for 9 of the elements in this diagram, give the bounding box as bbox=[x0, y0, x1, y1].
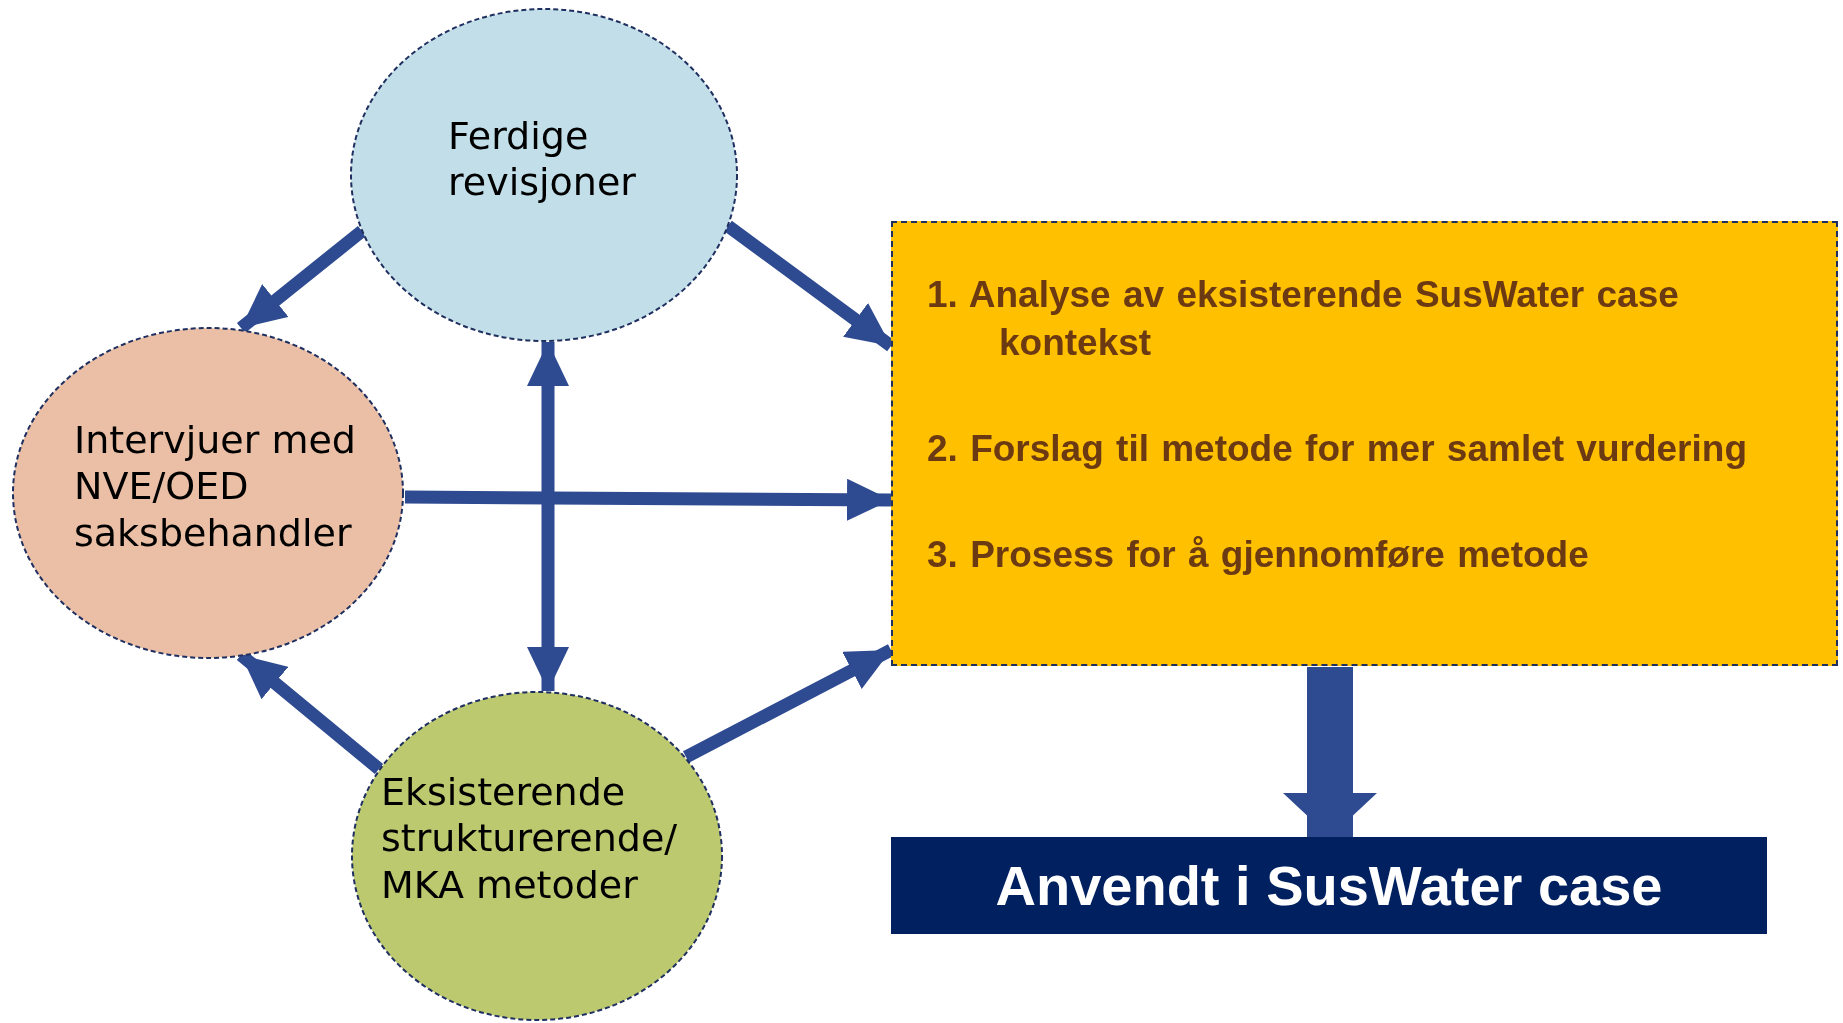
list-item: 1. Analyse av eksisterende SusWater case kontekst bbox=[927, 273, 1680, 366]
node-label: Intervjuer med NVE/OED saksbehandler bbox=[74, 417, 357, 557]
list-box bbox=[891, 221, 1838, 666]
double-arrow bbox=[527, 342, 569, 691]
list-item: 2. Forslag til metode for mer samlet vurdering bbox=[927, 427, 1748, 472]
list-item: 3. Prosess for å gjennomføre metode bbox=[927, 533, 1590, 578]
result-banner: Anvendt i SusWater case bbox=[891, 837, 1767, 934]
node-label: Ferdige revisjoner bbox=[448, 113, 637, 206]
node-label: Eksisterende strukturerende/ MKA metoder bbox=[381, 769, 679, 909]
